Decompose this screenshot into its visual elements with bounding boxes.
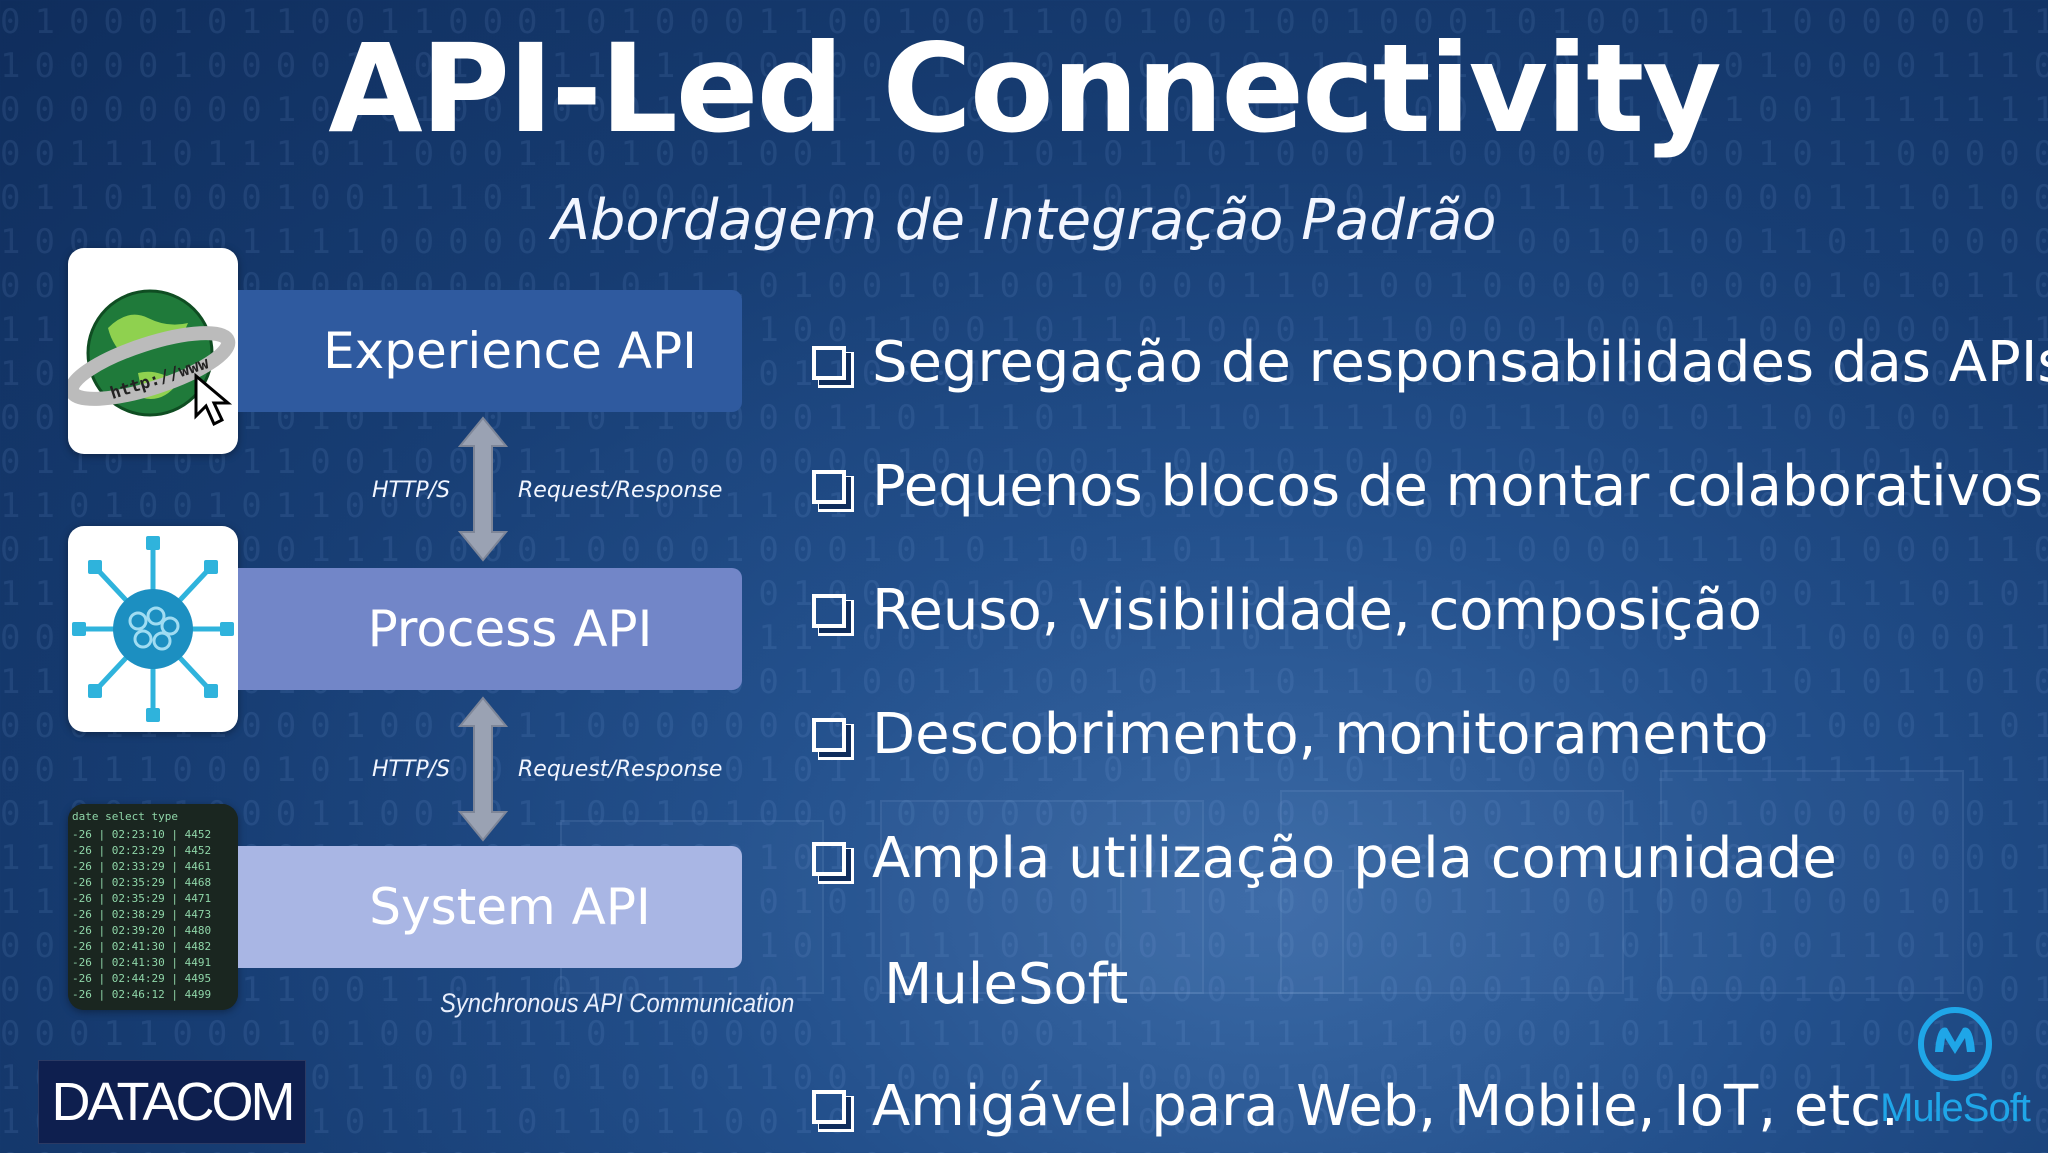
checkbox-bullet-icon [812, 717, 846, 752]
svg-text:-26 | 02:44:29 | 4495: -26 | 02:44:29 | 4495 [72, 972, 211, 985]
svg-text:-26 | 02:23:29 | 4452: -26 | 02:23:29 | 4452 [72, 844, 211, 857]
bullet-text: Amigável para Web, Mobile, IoT, etc. [872, 1074, 1899, 1139]
checkbox-bullet-icon [812, 593, 846, 628]
connector-protocol-2: HTTP/S [372, 757, 451, 782]
mulesoft-m-icon [1918, 1007, 1992, 1081]
bullet-text: Pequenos blocos de montar colaborativos [872, 454, 2044, 519]
globe-www-icon: http://www [68, 248, 238, 454]
process-api-label: Process API [367, 600, 653, 658]
bullet-item: Ampla utilização pela comunidade [812, 826, 1837, 891]
checkbox-bullet-icon [812, 469, 846, 504]
bullet-item: Amigável para Web, Mobile, IoT, etc. [812, 1074, 1899, 1139]
double-arrow-icon [458, 696, 508, 842]
network-hub-icon [68, 526, 238, 732]
terminal-data-icon: date select type -26 | 02:23:10 | 4452 -… [68, 804, 238, 1010]
system-api-label: System API [369, 878, 651, 936]
bullet-item: Descobrimento, monitoramento [812, 702, 1768, 767]
checkbox-bullet-icon [812, 345, 846, 380]
svg-text:-26 | 02:35:29 | 4471: -26 | 02:35:29 | 4471 [72, 892, 211, 905]
svg-text:-26 | 02:41:30 | 4482: -26 | 02:41:30 | 4482 [72, 940, 211, 953]
svg-text:-26 | 02:41:30 | 4491: -26 | 02:41:30 | 4491 [72, 956, 211, 969]
diagram-caption: Synchronous API Communication [440, 988, 795, 1018]
bullet-item: Pequenos blocos de montar colaborativos [812, 454, 2043, 519]
connector-protocol-1: HTTP/S [372, 478, 451, 503]
svg-text:-26 | 02:33:29 | 4461: -26 | 02:33:29 | 4461 [72, 860, 211, 873]
double-arrow-icon [458, 416, 508, 562]
experience-api-label: Experience API [323, 322, 697, 380]
bullet-item: Segregação de responsabilidades das APIs [812, 330, 2048, 395]
slide-subtitle: Abordagem de Integração Padrão [551, 188, 1497, 253]
bullet-text: Ampla utilização pela comunidade [872, 826, 1837, 891]
experience-api-layer: Experience API [238, 290, 742, 412]
svg-text:date select type: date select type [72, 810, 178, 823]
process-api-layer: Process API [238, 568, 742, 690]
svg-text:-26 | 02:23:10 | 4452: -26 | 02:23:10 | 4452 [72, 828, 211, 841]
mulesoft-logo: MuleSoft [1870, 1006, 2040, 1136]
svg-text:-26 | 02:46:12 | 4499: -26 | 02:46:12 | 4499 [72, 988, 211, 1001]
connector-pattern-1: Request/Response [518, 478, 723, 503]
slide-title: API-Led Connectivity [328, 18, 1722, 160]
svg-text:-26 | 02:38:29 | 4473: -26 | 02:38:29 | 4473 [72, 908, 211, 921]
bullet-text: Segregação de responsabilidades das APIs [872, 330, 2048, 395]
checkbox-bullet-icon [812, 841, 846, 876]
bullet-text: Descobrimento, monitoramento [872, 702, 1769, 767]
svg-text:-26 | 02:35:29 | 4468: -26 | 02:35:29 | 4468 [72, 876, 211, 889]
bullet-continuation-text: MuleSoft [884, 952, 1129, 1017]
mulesoft-wordmark: MuleSoft [1880, 1086, 2031, 1130]
datacom-logo: DATACOM [38, 1060, 306, 1144]
connector-pattern-2: Request/Response [518, 757, 723, 782]
bullet-text: Reuso, visibilidade, composição [872, 578, 1763, 643]
system-api-layer: System API [238, 846, 742, 968]
bullet-item: Reuso, visibilidade, composição [812, 578, 1762, 643]
svg-text:-26 | 02:39:20 | 4480: -26 | 02:39:20 | 4480 [72, 924, 211, 937]
checkbox-bullet-icon [812, 1089, 846, 1124]
